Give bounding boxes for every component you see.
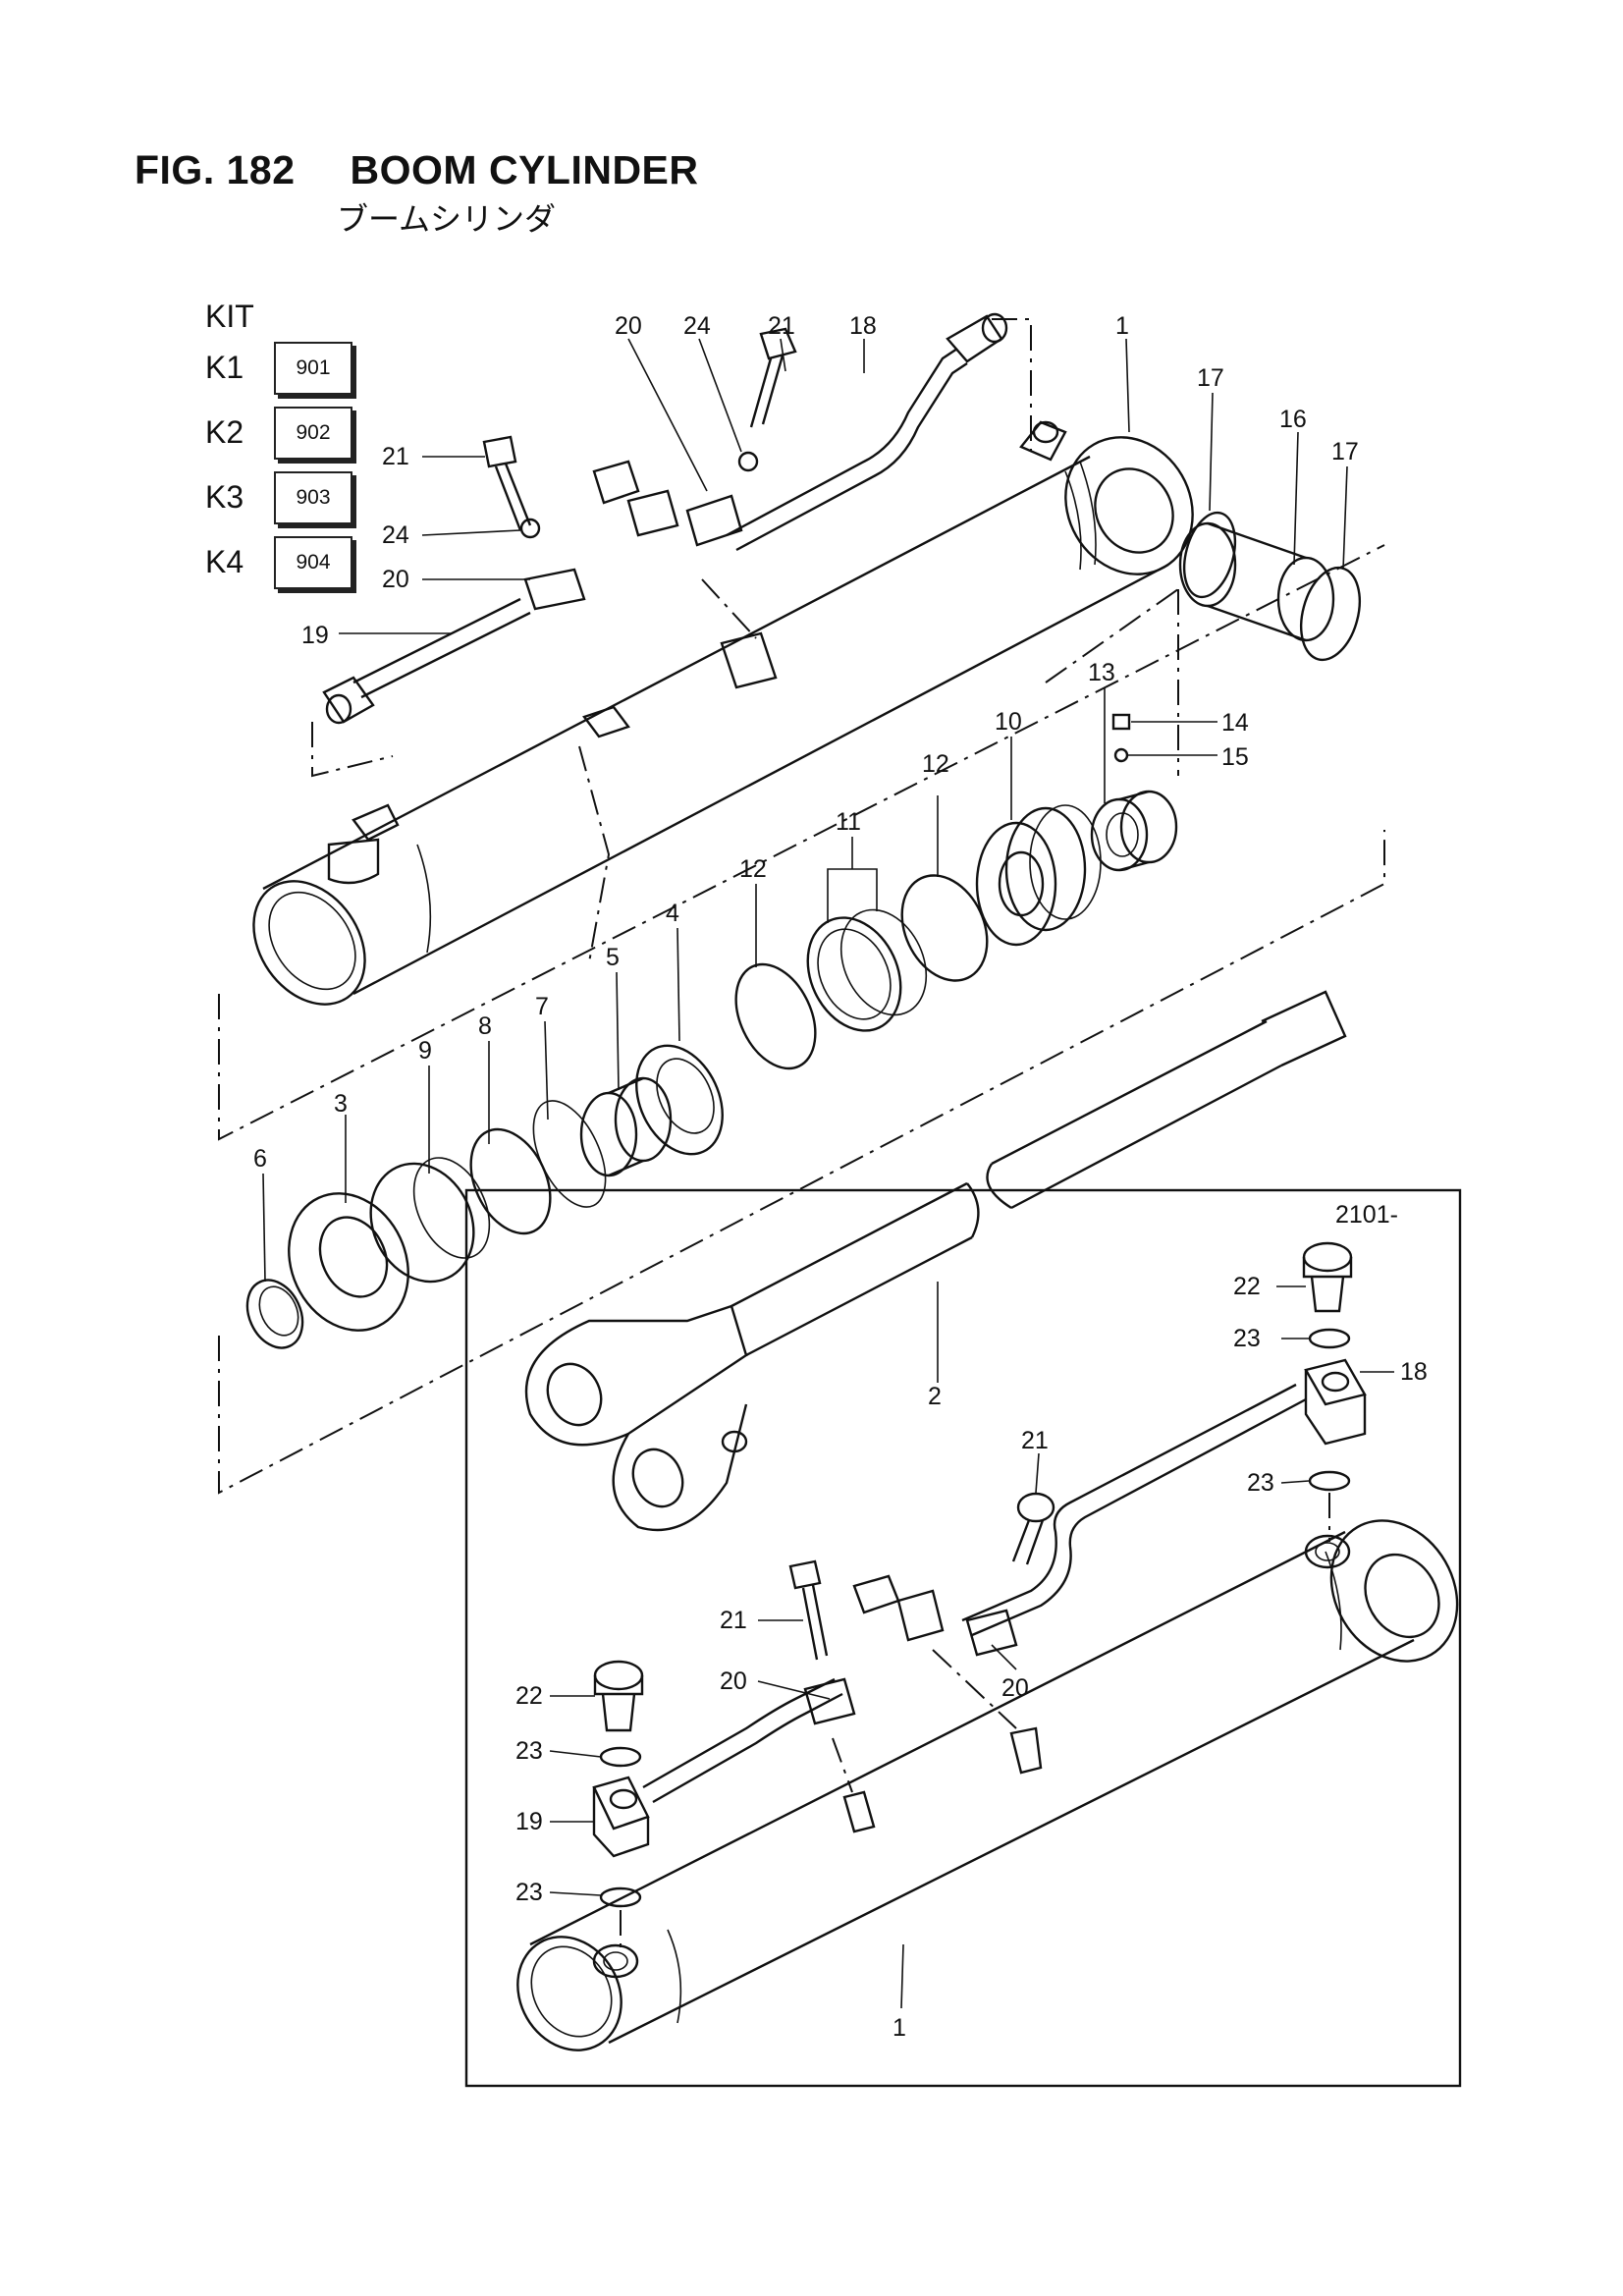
ring-7 (532, 1100, 607, 1208)
inset-hose-18 (961, 1358, 1367, 1637)
nut-13 (1090, 790, 1178, 872)
callout-6: 6 (253, 1145, 267, 1173)
cylinder-tube (252, 420, 1194, 1006)
callout-21: 21 (768, 312, 795, 340)
callout-11: 11 (836, 808, 861, 836)
snap-ring-24 (519, 451, 759, 539)
callout-20: 20 (1001, 1674, 1029, 1702)
inset-hose-19 (592, 1677, 843, 1858)
kit-row-k3: K3 903 (205, 471, 352, 524)
callout-1: 1 (1115, 312, 1129, 340)
wear-ring-12 (734, 874, 989, 1070)
callout-13: 13 (1088, 659, 1115, 686)
seal-11 (806, 908, 928, 1032)
kit-label: K4 (205, 544, 244, 579)
kit-code-box: 902 (274, 407, 352, 460)
clamp-20 (523, 460, 778, 738)
callout-20: 20 (615, 312, 642, 340)
callout-22: 22 (1233, 1273, 1261, 1300)
hose-18 (726, 312, 1008, 552)
explode-guide-lines (218, 318, 1385, 1495)
callout-19: 19 (301, 622, 329, 649)
callout-12: 12 (739, 855, 767, 883)
callout-4: 4 (666, 900, 679, 927)
rod-cover-3 (288, 1162, 475, 1332)
seal-17 (1182, 511, 1361, 662)
seal-4 (635, 1044, 724, 1156)
dust-seal-6 (245, 1279, 304, 1349)
callout-21: 21 (1021, 1427, 1049, 1454)
leader-lines (262, 338, 1394, 2009)
callout-18: 18 (849, 312, 877, 340)
bushing-16 (1178, 521, 1335, 642)
callout-22: 22 (515, 1682, 543, 1710)
figure-number: FIG. 182 (135, 147, 296, 192)
callout-numbers: 1 2 3 4 5 6 7 8 9 10 11 12 12 13 14 15 1… (253, 312, 1428, 2042)
callout-23: 23 (1233, 1325, 1261, 1352)
callout-2: 2 (928, 1383, 942, 1410)
kit-heading: KIT (205, 299, 254, 334)
piston-rod (524, 990, 1347, 1532)
inset-label: 2101- (1335, 1201, 1398, 1229)
callout-12: 12 (922, 750, 949, 778)
kit-label: K2 (205, 414, 244, 450)
figure-subtitle: ブームシリンダ (337, 200, 557, 238)
hose-19 (322, 597, 531, 725)
piston-10 (975, 804, 1102, 947)
callout-21: 21 (720, 1607, 747, 1634)
callout-23: 23 (1247, 1469, 1274, 1497)
callout-21: 21 (382, 443, 409, 470)
kit-row-k1: K1 901 (205, 342, 352, 395)
kit-label: K3 (205, 479, 244, 515)
figure-title: FIG. 182 BOOM CYLINDER (135, 147, 699, 193)
callout-1: 1 (893, 2014, 906, 2042)
callout-23: 23 (515, 1879, 543, 1906)
callout-7: 7 (535, 993, 549, 1020)
inset-plug-22 (593, 1241, 1353, 1732)
callout-3: 3 (334, 1090, 348, 1118)
inset-cylinder-tube (516, 1519, 1459, 2051)
inset-bolt-21 (788, 1492, 1055, 1661)
bolt-21 (482, 327, 797, 531)
callout-9: 9 (418, 1037, 432, 1065)
callout-17: 17 (1331, 438, 1359, 465)
kit-code-box: 904 (274, 536, 352, 589)
callout-10: 10 (995, 708, 1022, 736)
kit-label: K1 (205, 350, 244, 385)
callout-5: 5 (606, 944, 620, 971)
kit-row-k4: K4 904 (205, 536, 352, 589)
kit-row-k2: K2 902 (205, 407, 352, 460)
callout-15: 15 (1221, 743, 1249, 771)
kit-code-box: 901 (274, 342, 352, 395)
ring-8 (469, 1127, 552, 1235)
callout-24: 24 (683, 312, 711, 340)
callout-16: 16 (1279, 406, 1307, 433)
callout-24: 24 (382, 521, 409, 549)
callout-14: 14 (1221, 709, 1249, 737)
figure-name: BOOM CYLINDER (350, 147, 699, 192)
inset-frame (464, 1188, 1462, 2088)
callout-23: 23 (515, 1737, 543, 1765)
inset-clamp-20 (803, 1574, 1018, 1725)
callout-8: 8 (478, 1012, 492, 1040)
set-screw-14 (1111, 713, 1131, 731)
callout-18: 18 (1400, 1358, 1428, 1386)
ball-15 (1113, 747, 1129, 763)
callout-20: 20 (720, 1667, 747, 1695)
kit-code-box: 903 (274, 471, 352, 524)
bushing-5 (579, 1076, 673, 1177)
callout-17: 17 (1197, 364, 1224, 392)
inset-guide-lines (620, 1493, 1330, 1949)
callout-20: 20 (382, 566, 409, 593)
callout-19: 19 (515, 1808, 543, 1835)
inset-nut (842, 1726, 1043, 1833)
